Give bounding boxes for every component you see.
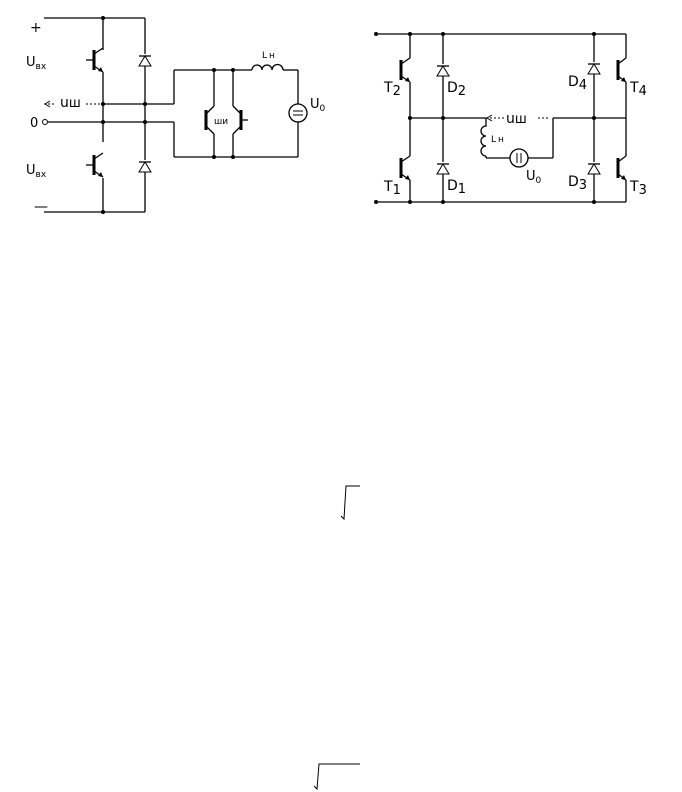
- upper-transistor-icon: [86, 47, 104, 73]
- transistor-t1-icon: [399, 155, 411, 181]
- d2-label: D2: [447, 80, 466, 99]
- voltage-source-icon: [288, 103, 308, 123]
- d3-label: D3: [568, 174, 587, 193]
- pwm-voltage-label: uш: [60, 95, 81, 111]
- voltage-source-icon: [509, 148, 529, 168]
- bidirectional-switch-icon: [204, 70, 248, 157]
- t1-label: T1: [383, 179, 401, 198]
- pwm-voltage-label: uш: [506, 111, 527, 127]
- diode-d1-icon: [436, 163, 450, 175]
- transistor-t2-icon: [399, 57, 411, 83]
- inductor-icon: [251, 63, 284, 71]
- minus-terminal-label: —: [34, 199, 48, 215]
- radical-sign-fragment-lower: [313, 763, 360, 791]
- transistor-t4-icon: [616, 57, 627, 83]
- lower-diode-icon: [138, 161, 152, 173]
- load-voltage-label: U0: [310, 97, 326, 114]
- d1-label: D1: [447, 178, 466, 197]
- t4-label: T4: [629, 80, 647, 99]
- inductor-icon: [480, 118, 487, 157]
- d4-label: D4: [568, 74, 587, 93]
- t2-label: T2: [383, 80, 401, 99]
- switch-label: ши: [214, 117, 228, 127]
- input-voltage-bottom-label: Uвх: [26, 163, 47, 180]
- zero-terminal-label: 0: [30, 116, 38, 131]
- transistor-t3-icon: [616, 155, 627, 181]
- plus-terminal-label: +: [30, 20, 42, 36]
- upper-diode-icon: [138, 55, 152, 67]
- input-voltage-top-label: Uвх: [26, 55, 47, 72]
- t3-label: T3: [629, 179, 647, 198]
- diode-d2-icon: [436, 65, 450, 77]
- lower-transistor-icon: [86, 152, 104, 178]
- diode-d3-icon: [587, 163, 601, 175]
- diode-d4-icon: [587, 63, 601, 75]
- load-voltage-label: U0: [526, 169, 542, 186]
- radical-sign-fragment-upper: [340, 485, 360, 521]
